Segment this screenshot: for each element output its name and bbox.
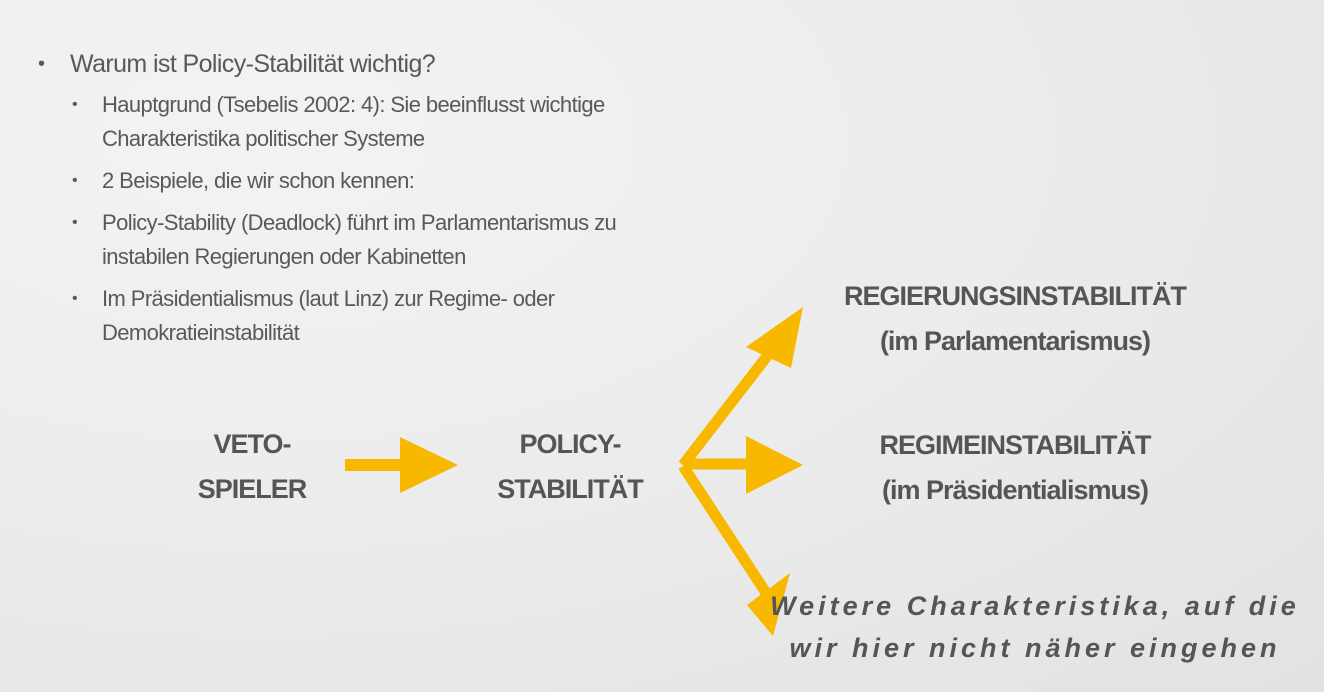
label-line: Weitere Charakteristika, auf die — [770, 591, 1300, 621]
label-line: POLICY- — [519, 429, 621, 459]
label-line: REGIMEINSTABILITÄT — [879, 430, 1152, 460]
label-line: STABILITÄT — [497, 474, 643, 504]
bullet-list: Warum ist Policy-Stabilität wichtig? Hau… — [38, 44, 738, 358]
sub-bullet: 2 Beispiele, die wir schon kennen: — [70, 164, 738, 198]
sub-bullet: Hauptgrund (Tsebelis 2002: 4): Sie beein… — [70, 88, 702, 156]
label-regierungsinstabilitaet: REGIERUNGSINSTABILITÄT (im Parlamentaris… — [815, 274, 1215, 364]
arrow-to-regimeinstabilitaet — [683, 436, 803, 494]
bullet-main: Warum ist Policy-Stabilität wichtig? — [38, 44, 738, 84]
label-line: (im Präsidentialismus) — [881, 475, 1149, 505]
arrow-to-weitere-charakteristika — [678, 462, 790, 636]
label-line: SPIELER — [197, 474, 308, 504]
sub-bullet-list: Hauptgrund (Tsebelis 2002: 4): Sie beein… — [70, 88, 738, 350]
sub-bullet: Policy-Stability (Deadlock) führt im Par… — [70, 206, 702, 274]
arrow-to-regierungsinstabilitaet — [678, 307, 803, 469]
label-weitere-charakteristika: Weitere Charakteristika, auf die wir hie… — [770, 585, 1300, 669]
label-line: REGIERUNGSINSTABILITÄT — [844, 281, 1187, 311]
label-vetospieler: VETO- SPIELER — [192, 422, 312, 512]
label-line: (im Parlamentarismus) — [879, 326, 1151, 356]
label-policy-stabilitaet: POLICY- STABILITÄT — [490, 422, 650, 512]
label-regimeinstabilitaet: REGIMEINSTABILITÄT (im Präsidentialismus… — [815, 423, 1215, 513]
label-line: wir hier nicht näher eingehen — [789, 633, 1281, 663]
label-line: VETO- — [213, 429, 291, 459]
arrow-veto-to-policy — [345, 437, 458, 493]
sub-bullet: Im Präsidentialismus (laut Linz) zur Reg… — [70, 282, 662, 350]
